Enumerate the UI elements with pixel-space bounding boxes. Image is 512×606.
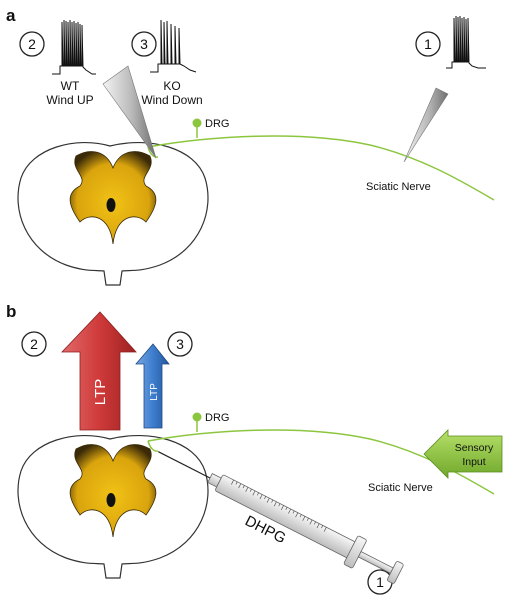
nerve-electrode	[403, 87, 449, 163]
sensory-input-arrow: Sensory Input	[423, 429, 503, 479]
syringe-plunger-rod	[357, 551, 394, 574]
spinal-cord-a	[17, 142, 209, 286]
step-number: 2	[30, 336, 38, 352]
input-label: Input	[462, 456, 485, 468]
sensory-label: Sensory	[455, 442, 494, 454]
step-number: 3	[140, 36, 148, 52]
panel-b-step-3: 3	[167, 331, 193, 357]
nerve-root-a	[147, 146, 159, 158]
sciatic-nerve-b	[147, 429, 495, 495]
wt-spike-trace	[52, 19, 96, 75]
ko-spike-trace	[150, 19, 197, 73]
spinal-electrode	[102, 65, 157, 159]
wt-label: WT	[61, 79, 80, 93]
sciatic-nerve-label-a: Sciatic Nerve	[366, 181, 431, 193]
drg-ganglion-b	[192, 412, 202, 422]
drg-ganglion-a	[192, 118, 202, 128]
panel-a-step-2: 2	[19, 31, 45, 57]
sciatic-spike-trace	[446, 15, 486, 69]
step-number: 1	[376, 574, 384, 590]
syringe-plunger-cap	[387, 561, 404, 584]
panel-a-step-1: 1	[415, 31, 441, 57]
ltp-large-label: LTP	[92, 379, 109, 405]
ltp-large-arrow: LTP	[61, 311, 137, 431]
syringe-graduations	[231, 479, 327, 532]
drg-label-b: DRG	[205, 412, 229, 424]
ltp-small-arrow: LTP	[135, 343, 170, 429]
syringe-needle	[158, 451, 211, 479]
panel-b-step-1: 1	[367, 569, 393, 595]
panel-a-letter: a	[6, 6, 16, 25]
nerve-root-b	[147, 440, 159, 452]
step-number: 2	[28, 36, 36, 52]
panel-b-letter: b	[6, 302, 16, 321]
wt-wind-up-label: Wind UP	[46, 93, 93, 107]
ko-label: KO	[163, 79, 180, 93]
drg-label-a: DRG	[205, 118, 229, 130]
ltp-small-label: LTP	[149, 383, 160, 401]
ko-wind-down-label: Wind Down	[141, 93, 202, 107]
panel-b-step-2: 2	[21, 331, 47, 357]
spinal-cord-b	[17, 435, 209, 579]
step-number: 3	[176, 336, 184, 352]
syringe-barrel	[215, 474, 357, 559]
step-number: 1	[424, 36, 432, 52]
sciatic-nerve-a	[147, 135, 495, 201]
sciatic-nerve-label-b: Sciatic Nerve	[368, 482, 433, 494]
dhpg-syringe	[158, 451, 404, 584]
panel-a-step-3: 3	[131, 31, 157, 57]
